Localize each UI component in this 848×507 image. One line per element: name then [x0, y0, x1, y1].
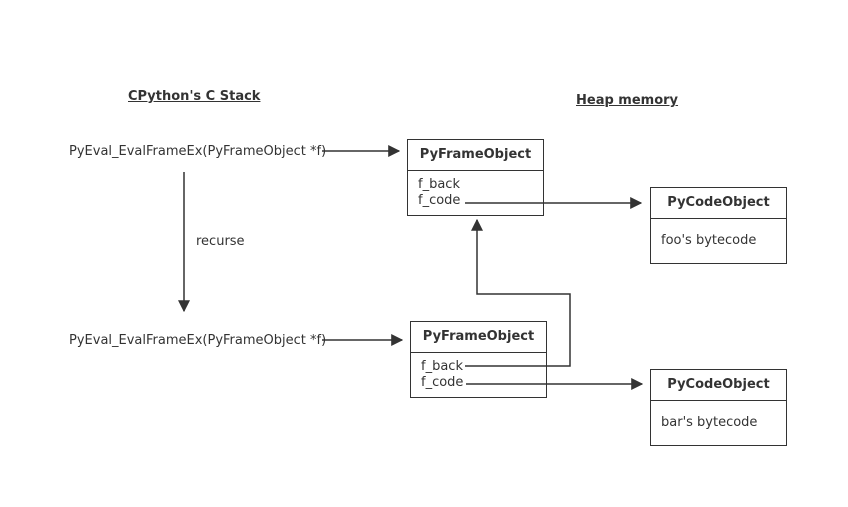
code-object-top: PyCodeObject foo's bytecode [650, 187, 787, 264]
code-object-top-body: foo's bytecode [661, 233, 757, 248]
heap-heading: Heap memory [576, 93, 679, 108]
stack-call-top: PyEval_EvalFrameEx(PyFrameObject *f) [69, 144, 327, 159]
frame-object-bottom: PyFrameObject f_back f_code [410, 321, 547, 398]
stack-call-bottom: PyEval_EvalFrameEx(PyFrameObject *f) [69, 333, 327, 348]
frame-bottom-f-back-field: f_back [421, 359, 463, 374]
frame-object-bottom-title: PyFrameObject [411, 322, 546, 353]
frame-object-top-title: PyFrameObject [408, 140, 543, 171]
code-object-bottom-title: PyCodeObject [651, 370, 786, 401]
frame-object-top: PyFrameObject f_back f_code [407, 139, 544, 216]
recurse-label: recurse [196, 234, 245, 249]
frame-bottom-f-code-field: f_code [421, 375, 464, 390]
frame-top-f-code-field: f_code [418, 193, 461, 208]
code-object-bottom-body: bar's bytecode [661, 415, 758, 430]
stack-heading: CPython's C Stack [128, 89, 261, 104]
code-object-top-title: PyCodeObject [651, 188, 786, 219]
code-object-bottom: PyCodeObject bar's bytecode [650, 369, 787, 446]
frame-top-f-back-field: f_back [418, 177, 460, 192]
